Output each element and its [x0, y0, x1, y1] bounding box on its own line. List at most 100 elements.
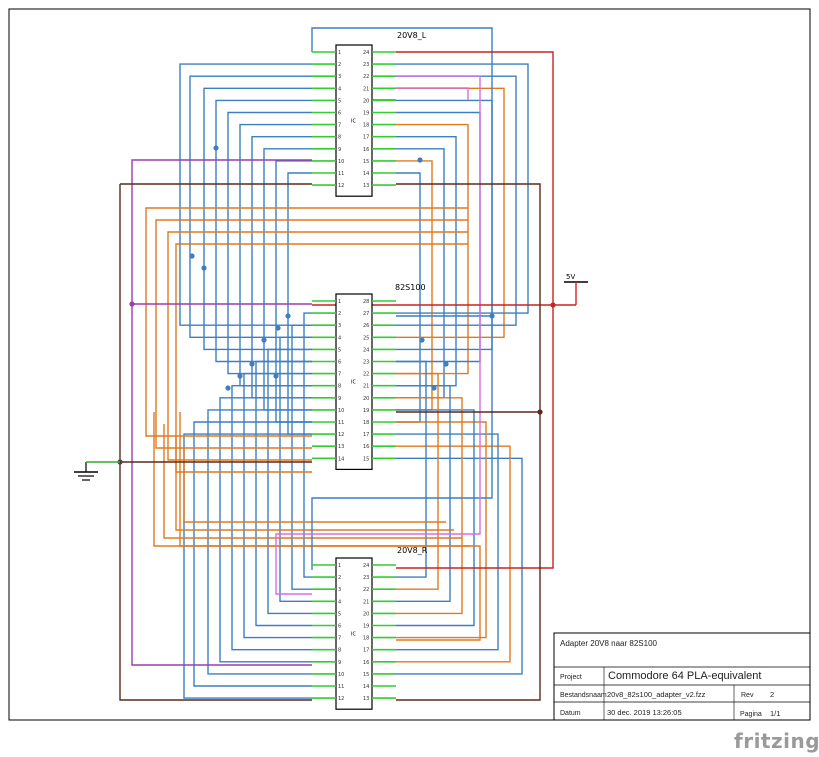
- file-value: 20v8_82s100_adapter_v2.fzz: [607, 690, 706, 699]
- pin-number: 21: [363, 599, 369, 605]
- wire-21: [183, 433, 312, 699]
- pin-number: 22: [363, 74, 369, 80]
- junction-dot: [225, 385, 231, 391]
- pin-number: 26: [363, 323, 369, 329]
- junction-dot: [249, 361, 255, 367]
- pin-number: 23: [363, 62, 369, 68]
- pin-number: 6: [338, 360, 341, 366]
- pin-number: 2: [338, 62, 341, 68]
- pin-number: 2: [338, 575, 341, 581]
- pin-number: 1: [338, 563, 341, 569]
- pin-number: 16: [363, 660, 369, 666]
- pin-number: 14: [363, 171, 369, 177]
- power-label: 5V: [566, 273, 575, 281]
- wire-20: [193, 421, 312, 687]
- power-5v-symbol: 5V: [564, 273, 588, 305]
- pin-number: 20: [363, 98, 369, 104]
- wire-31: [396, 63, 529, 314]
- rev-value: 2: [770, 690, 774, 699]
- junction-dot: [201, 265, 207, 271]
- pin-number: 23: [363, 575, 369, 581]
- wire-41: [145, 207, 468, 437]
- pin-number: 9: [338, 660, 341, 666]
- pin-number: 2: [338, 311, 341, 317]
- pin-number: 25: [363, 335, 369, 341]
- pin-number: 7: [338, 372, 341, 378]
- pin-number: 3: [338, 587, 341, 593]
- wire-50: [311, 27, 493, 317]
- pin-number: 15: [363, 456, 369, 462]
- wire-45: [167, 231, 468, 461]
- pin-number: 18: [363, 123, 369, 129]
- project-label: Project: [560, 674, 582, 681]
- pin-number: 12: [338, 432, 344, 438]
- pin-number: 16: [363, 147, 369, 153]
- pin-number: 12: [338, 696, 344, 702]
- junction-dot: [285, 313, 291, 319]
- wire-14: [267, 348, 312, 615]
- wire-37: [396, 397, 463, 615]
- pin-number: 18: [363, 420, 369, 426]
- wire-13: [279, 336, 312, 602]
- wire-48: [183, 448, 446, 523]
- wire-35: [396, 421, 487, 639]
- pin-number: 17: [363, 432, 369, 438]
- chip-body: [335, 44, 373, 197]
- wire-38: [396, 385, 451, 602]
- ground-symbol: [74, 461, 120, 481]
- junction-dot: [273, 373, 279, 379]
- wire-39: [396, 372, 439, 590]
- pin-number: 9: [338, 396, 341, 402]
- chip-ic-label: IC: [351, 119, 356, 125]
- pin-number: 11: [338, 171, 344, 177]
- wire-54: [275, 75, 481, 595]
- wire-58: [396, 305, 554, 569]
- wire-36: [396, 409, 475, 627]
- junction-dot: [417, 157, 423, 163]
- chip-body: [335, 293, 373, 470]
- junction-dot: [261, 337, 267, 343]
- pin-number: 3: [338, 323, 341, 329]
- wire-1: [179, 63, 312, 326]
- pin-number: 9: [338, 147, 341, 153]
- pin-number: 11: [338, 684, 344, 690]
- pin-number: 14: [338, 456, 344, 462]
- pin-number: 15: [363, 159, 369, 165]
- pin-number: 8: [338, 648, 341, 654]
- wire-19: [207, 409, 312, 675]
- chip-ic-label: IC: [351, 632, 356, 638]
- pin-number: 5: [338, 611, 341, 617]
- pin-number: 23: [363, 360, 369, 366]
- wire-11: [303, 312, 312, 578]
- wire-16: [243, 372, 312, 639]
- wire-56: [396, 51, 576, 306]
- pin-number: 13: [363, 696, 369, 702]
- pin-number: 22: [363, 372, 369, 378]
- pin-number: 6: [338, 624, 341, 630]
- wire-55: [396, 87, 469, 100]
- project-value: Commodore 64 PLA-equivalent: [608, 670, 761, 682]
- pin-number: 28: [363, 299, 369, 305]
- wire-3: [203, 87, 312, 351]
- wire-52: [131, 159, 312, 666]
- pin-number: 22: [363, 587, 369, 593]
- pin-number: 17: [363, 648, 369, 654]
- wire-63: [396, 183, 541, 701]
- chip-name: 20V8_L: [397, 31, 427, 40]
- junction-dot: [419, 337, 425, 343]
- pin-number: 17: [363, 135, 369, 141]
- pin-number: 8: [338, 135, 341, 141]
- pin-number: 21: [363, 384, 369, 390]
- pin-number: 24: [363, 347, 369, 353]
- wire-32: [396, 457, 523, 675]
- pin-number: 14: [363, 684, 369, 690]
- wire-34: [396, 433, 499, 651]
- junction-dot: [237, 373, 243, 379]
- pin-number: 10: [338, 672, 344, 678]
- pin-number: 6: [338, 111, 341, 117]
- junction-dot: [213, 145, 219, 151]
